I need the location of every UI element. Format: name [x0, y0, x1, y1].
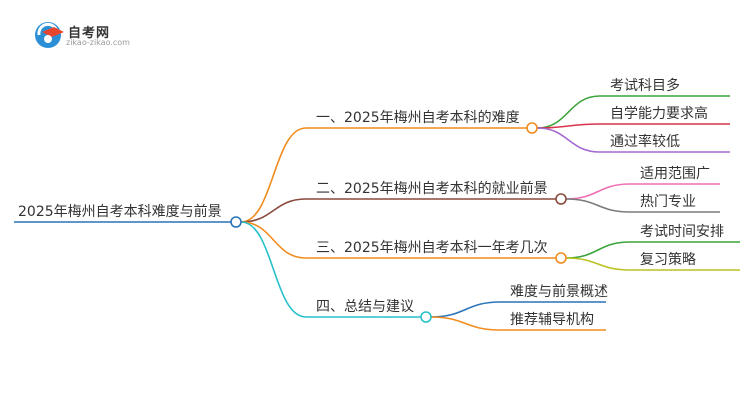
branch-topic-1: 一、2025年梅州自考本科的难度	[316, 110, 520, 126]
branch-collapse-toggle-2[interactable]	[555, 193, 567, 205]
branch-connector-3	[240, 221, 307, 259]
leaf-connector-4-1	[430, 301, 501, 318]
branch-topic-3: 三、2025年梅州自考本科一年考几次	[316, 240, 548, 256]
leaf-connector-4-2	[430, 316, 501, 331]
leaf-topic-4-2: 推荐辅导机构	[510, 312, 594, 328]
mind-map-nodes: 2025年梅州自考本科难度与前景 一、2025年梅州自考本科的难度 考试科目多自学能…	[18, 77, 724, 328]
leaf-topic-1-1: 考试科目多	[610, 77, 680, 94]
branch-collapse-toggle-4[interactable]	[420, 311, 432, 323]
branch-connector-4	[240, 221, 307, 318]
root-topic: 2025年梅州自考本科难度与前景	[18, 203, 222, 220]
leaf-topic-3-1: 考试时间安排	[640, 224, 724, 240]
leaf-connector-1-1	[536, 95, 601, 129]
branch-connector-2	[240, 198, 307, 223]
leaf-topic-2-1: 适用范围广	[640, 165, 710, 182]
branch-connector-1	[240, 127, 307, 223]
root-collapse-toggle[interactable]	[230, 216, 242, 228]
leaf-topic-1-2: 自学能力要求高	[610, 105, 708, 122]
leaf-connector-2-1	[565, 183, 631, 200]
leaf-topic-3-2: 复习策略	[640, 251, 696, 268]
leaf-connector-1-3	[536, 127, 601, 153]
leaf-connector-3-1	[565, 241, 631, 259]
leaf-topic-1-3: 通过率较低	[610, 133, 680, 150]
graduation-cap-icon	[35, 22, 64, 48]
leaf-topic-4-1: 难度与前景概述	[510, 283, 608, 300]
branch-topic-2: 二、2025年梅州自考本科的就业前景	[316, 180, 548, 197]
logo-name: 自考网	[68, 26, 111, 41]
site-logo	[35, 22, 64, 48]
branch-collapse-toggle-1[interactable]	[526, 122, 538, 134]
leaf-connector-1-2	[536, 123, 601, 129]
logo-url: zikao-zikao.com	[66, 38, 130, 47]
branch-topic-4: 四、总结与建议	[316, 299, 414, 315]
leaf-connector-2-2	[565, 198, 631, 213]
leaf-connector-3-2	[565, 257, 631, 271]
branch-collapse-toggle-3[interactable]	[555, 252, 567, 264]
mind-map-edges	[14, 95, 740, 331]
leaf-topic-2-2: 热门专业	[640, 194, 696, 210]
